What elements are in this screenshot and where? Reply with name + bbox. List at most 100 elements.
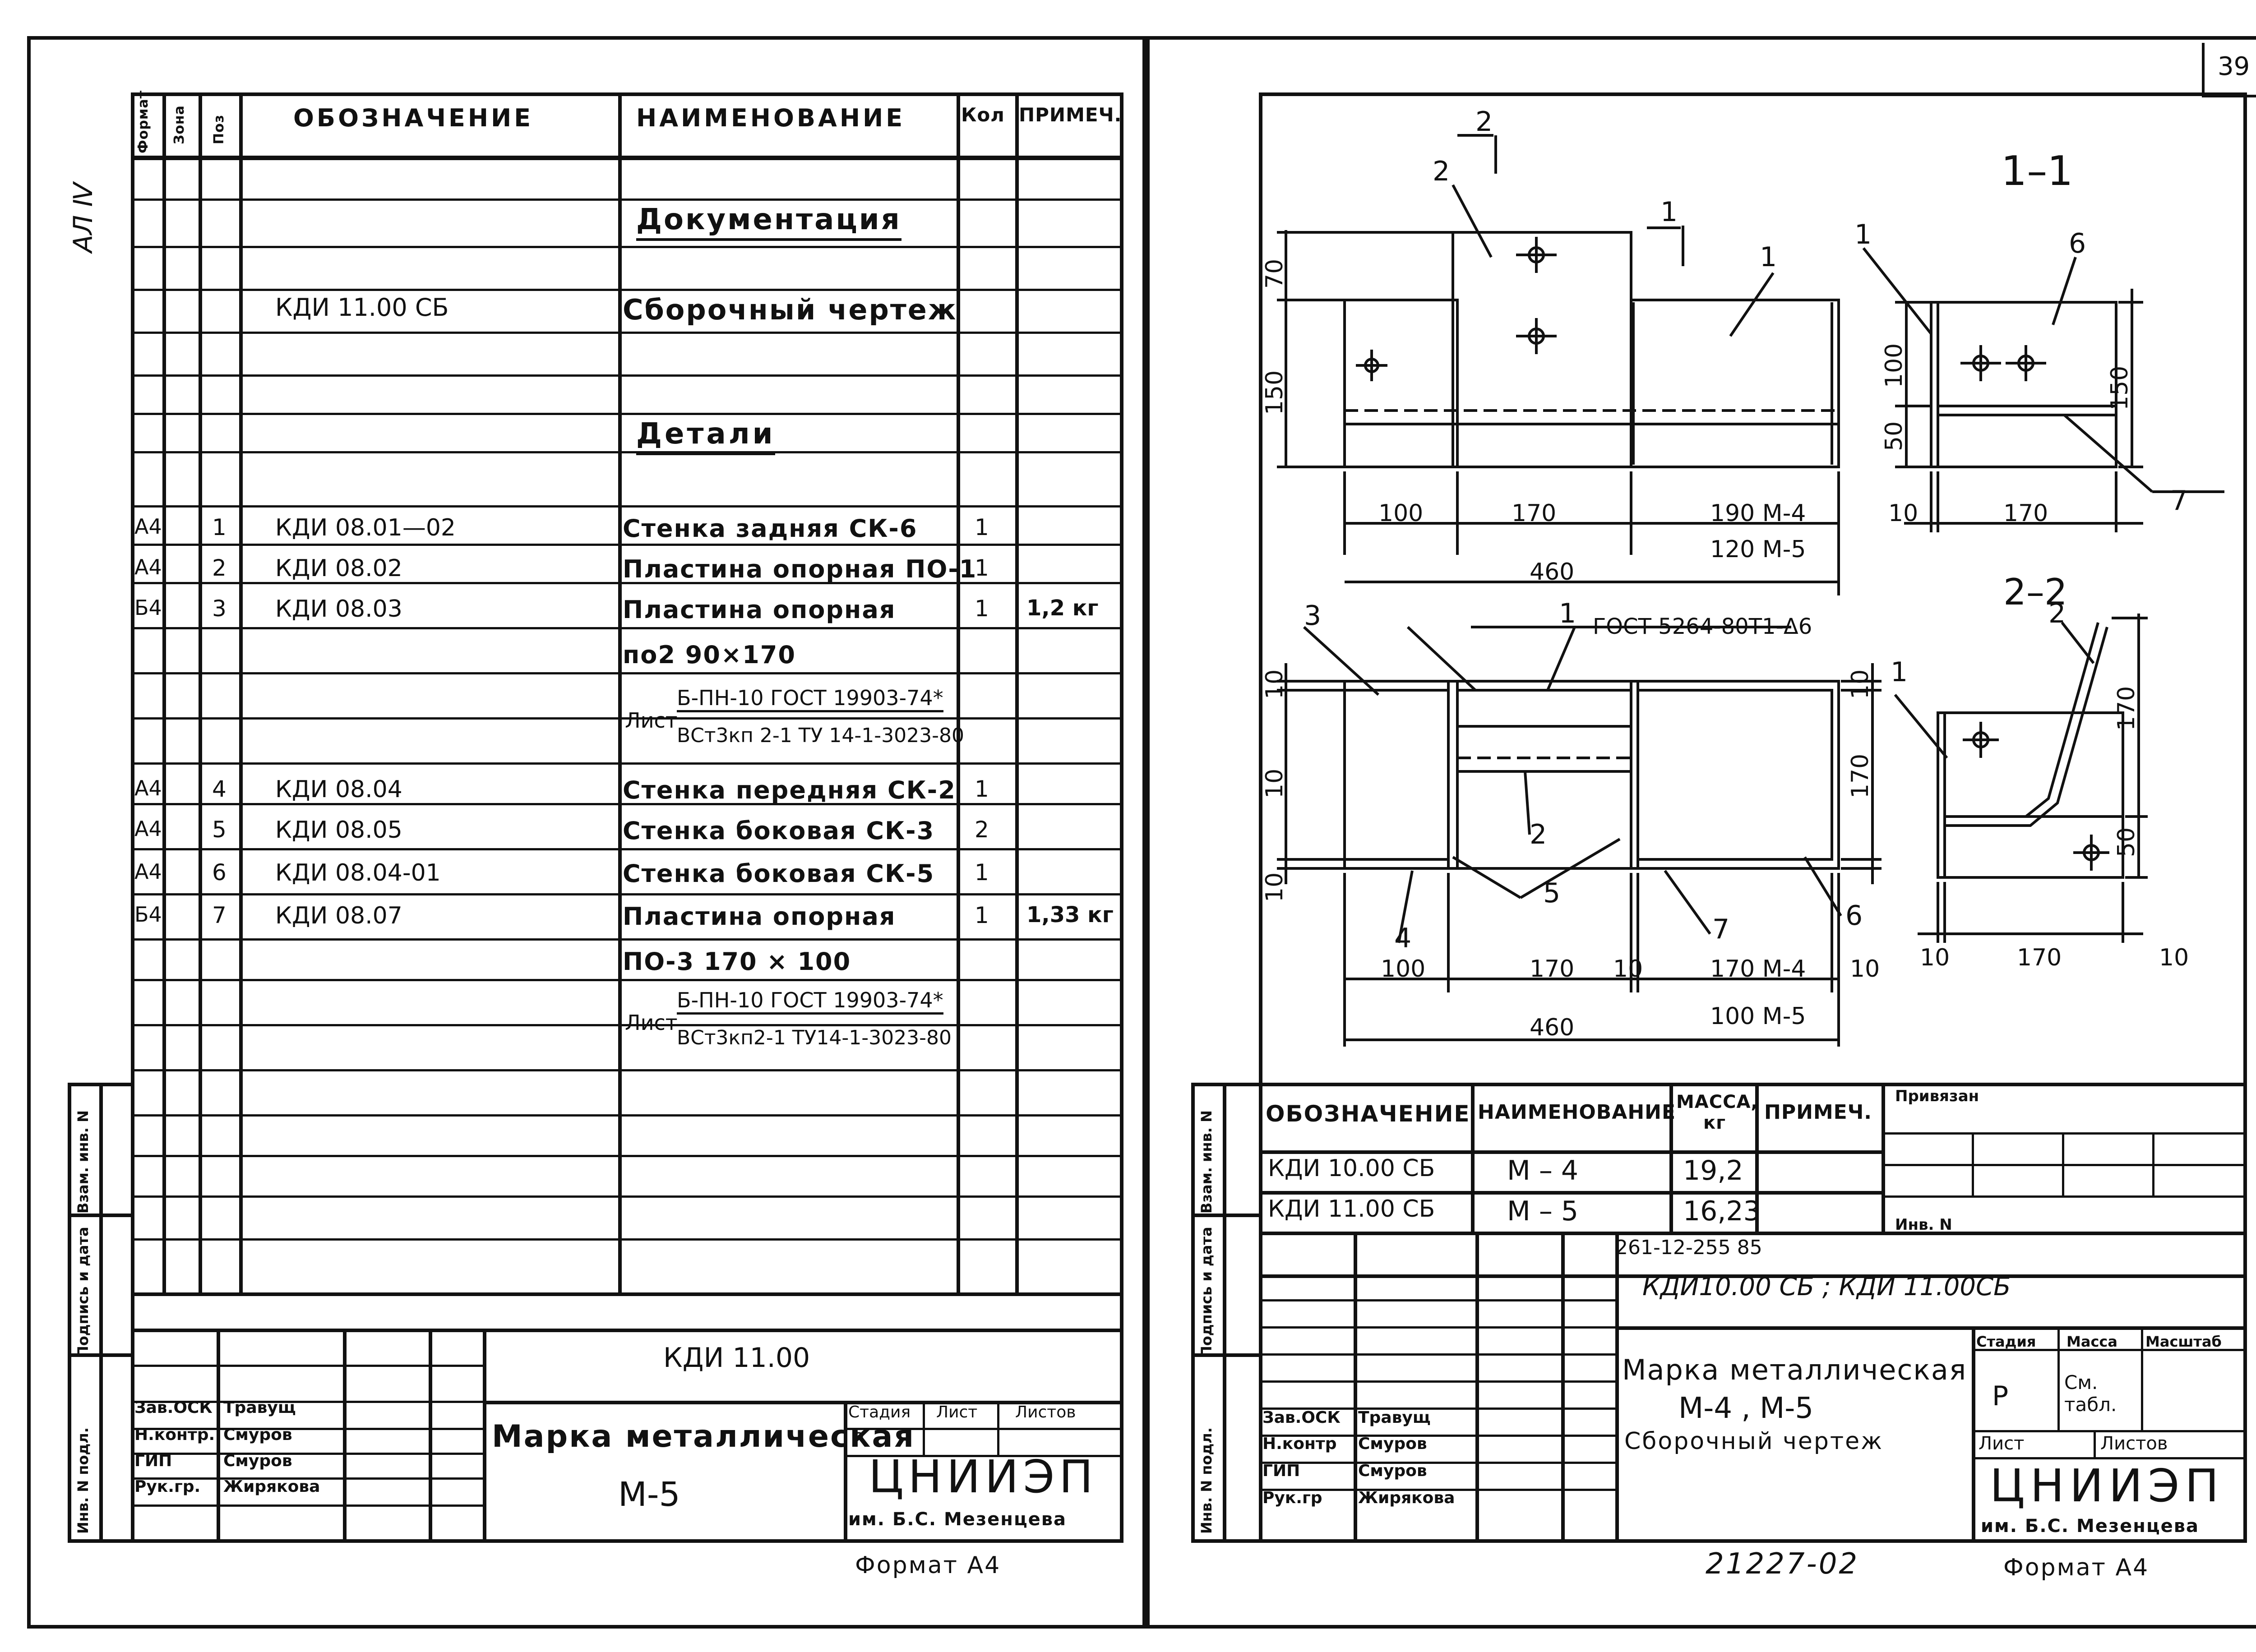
rs-title: Марка металлическая bbox=[1622, 1353, 1967, 1386]
dimension-label: 100 М-5 bbox=[1710, 1003, 1806, 1030]
rs-org-sub: им. Б.С. Мезенцева bbox=[1981, 1516, 2200, 1537]
page-number: 39 bbox=[2218, 52, 2250, 81]
spec-cell-format: А4 bbox=[134, 859, 162, 884]
sheet-note-2-top: Б-ПН-10 ГОСТ 19903-74* bbox=[677, 988, 943, 1015]
plan-center-cell bbox=[1456, 689, 1632, 728]
callout-number: 1 bbox=[1854, 219, 1872, 250]
right-stamp-person: Смуров bbox=[1358, 1435, 1427, 1453]
vt-cell-designation: КДИ 10.00 СБ bbox=[1268, 1155, 1435, 1182]
left-stamp-role: Н.контр. bbox=[134, 1426, 215, 1444]
dimension-label: 10 bbox=[1261, 872, 1288, 902]
plate-left bbox=[1343, 299, 1459, 468]
right-stamp-person: Травущ bbox=[1358, 1408, 1431, 1427]
spec-cell-format: А4 bbox=[134, 514, 162, 539]
spec-cell-designation: КДИ 08.04 bbox=[275, 776, 402, 803]
spec-row-line bbox=[131, 627, 1123, 629]
spec-row-line bbox=[131, 1024, 1123, 1026]
dimension-label: 170 bbox=[2113, 686, 2140, 731]
dimension-label: 10 bbox=[1920, 944, 1950, 971]
sheet-note-2-prefix: Лист bbox=[625, 1011, 678, 1035]
dimension-label: 170 М-4 bbox=[1710, 955, 1806, 983]
spec-cell-qty: 1 bbox=[975, 595, 989, 622]
rs-doc-codes: КДИ10.00 СБ ; КДИ 11.00СБ bbox=[1642, 1272, 2011, 1301]
sheet-note-1-prefix: Лист bbox=[625, 708, 678, 733]
side-label-replace-r: Взам. инв. N bbox=[1198, 1110, 1215, 1214]
hdr-name: НАИМЕНОВАНИЕ bbox=[636, 104, 906, 132]
plan-right-cell bbox=[1637, 689, 1833, 861]
left-stamp-person: Смуров bbox=[223, 1452, 292, 1470]
right-stamp bbox=[1259, 1232, 2247, 1543]
sheet-note-2-bottom: ВСт3кп2-1 ТУ14-1-3023-80 bbox=[677, 1026, 952, 1049]
spec-row-line bbox=[131, 1069, 1123, 1071]
spec-cell-qty: 1 bbox=[975, 555, 989, 581]
callout-number: 7 bbox=[1712, 914, 1729, 945]
spec-row-line bbox=[131, 893, 1123, 895]
vt-hdr-note: ПРИМЕЧ. bbox=[1764, 1101, 1872, 1124]
section-parts: Детали bbox=[636, 417, 776, 455]
spec-cell-format: Б4 bbox=[134, 595, 162, 620]
left-side-labels bbox=[68, 1083, 131, 1543]
dimension-label: 170 bbox=[1530, 955, 1574, 983]
spec-row-line bbox=[131, 848, 1123, 850]
callout-number: 1 bbox=[1760, 241, 1777, 273]
spec-cell-pos: 4 bbox=[212, 776, 227, 802]
left-stamp-stage-label: Стадия bbox=[848, 1403, 911, 1421]
doc-row-designation: КДИ 11.00 СБ bbox=[275, 293, 449, 322]
callout-number: 2 bbox=[2048, 598, 2066, 629]
spec-cell-name: Стенка боковая СК-5 bbox=[623, 859, 935, 888]
callout-number: 1 bbox=[1891, 656, 1908, 688]
right-inner-frame bbox=[1259, 92, 2247, 1543]
dimension-label: 170 bbox=[2003, 500, 2048, 527]
dimension-label: 10 bbox=[1850, 955, 1880, 983]
sheet-note-1-bottom: ВСт3кп 2-1 ТУ 14-1-3023-80 bbox=[677, 724, 964, 747]
left-stamp-stage-value: Р bbox=[853, 1429, 864, 1450]
dimension-label: 460 bbox=[1530, 1014, 1574, 1041]
doc-row-name: Сборочный чертеж bbox=[623, 293, 957, 326]
left-stamp-sheet-label: Лист bbox=[936, 1403, 978, 1421]
spec-cell-designation: КДИ 08.03 bbox=[275, 595, 402, 623]
spec-row-line bbox=[131, 979, 1123, 981]
spec-cell-pos: 3 bbox=[212, 595, 227, 622]
plate-right bbox=[1630, 299, 1840, 468]
dimension-label: 50 bbox=[1881, 421, 1908, 451]
plan-outer bbox=[1343, 680, 1840, 870]
dimension-label: 10 bbox=[1847, 669, 1874, 699]
spec-cell-format: А4 bbox=[134, 817, 162, 841]
vt-hdr-mass: МАССА, кг bbox=[1676, 1092, 1758, 1133]
dimension-label: 10 bbox=[1261, 669, 1288, 699]
right-stamp-role: Н.контр bbox=[1262, 1435, 1337, 1453]
section-1-1-label: 1–1 bbox=[2001, 148, 2073, 195]
section22-plate bbox=[1937, 711, 2124, 879]
spec-cell-name: Пластина опорная ПО-1 bbox=[623, 555, 977, 583]
dimension-label: 170 bbox=[1512, 500, 1556, 527]
spec-row-line bbox=[131, 544, 1123, 546]
dimension-label: 10 bbox=[2159, 944, 2189, 971]
spec-row-line bbox=[131, 332, 1123, 334]
rs-stage-label: Стадия bbox=[1976, 1333, 2036, 1350]
hdr-qty: Кол bbox=[961, 104, 1005, 126]
spec-cell-name: Стенка передняя СК-2 bbox=[623, 776, 956, 804]
dimension-label: 50 bbox=[2113, 827, 2140, 857]
spec-row-line bbox=[131, 803, 1123, 805]
left-stamp-org-sub: им. Б.С. Мезенцева bbox=[848, 1509, 1067, 1530]
callout-number: 1 bbox=[1559, 598, 1576, 629]
section11-plate bbox=[1930, 301, 2117, 468]
spec-cell-name: ПО-3 170 × 100 bbox=[623, 947, 851, 976]
hdr-format: Формат bbox=[135, 90, 151, 153]
left-sheet bbox=[27, 36, 1146, 1629]
dimension-label: 170 bbox=[2017, 944, 2062, 971]
spec-cell-designation: КДИ 08.01—02 bbox=[275, 514, 456, 541]
dimension-label: 70 bbox=[1261, 259, 1288, 289]
right-stamp-role: Рук.гр bbox=[1262, 1489, 1322, 1507]
side-label-replace: Взам. инв. N bbox=[74, 1110, 92, 1214]
left-stamp-subtitle: М-5 bbox=[618, 1475, 680, 1514]
rs-project-code: 261-12-255 85 bbox=[1615, 1236, 1762, 1259]
spec-cell-name: Пластина опорная bbox=[623, 595, 896, 624]
dimension-label: 150 bbox=[1261, 370, 1288, 415]
left-stamp-person: Травущ bbox=[223, 1398, 296, 1417]
rs-sheet-label: Лист bbox=[1979, 1433, 2025, 1454]
left-stamp-person: Смуров bbox=[223, 1426, 292, 1444]
spec-row-line bbox=[131, 289, 1123, 291]
rs-sheets-label: Листов bbox=[2100, 1433, 2168, 1454]
rs-org: ЦНИИЭП bbox=[1990, 1459, 2224, 1512]
